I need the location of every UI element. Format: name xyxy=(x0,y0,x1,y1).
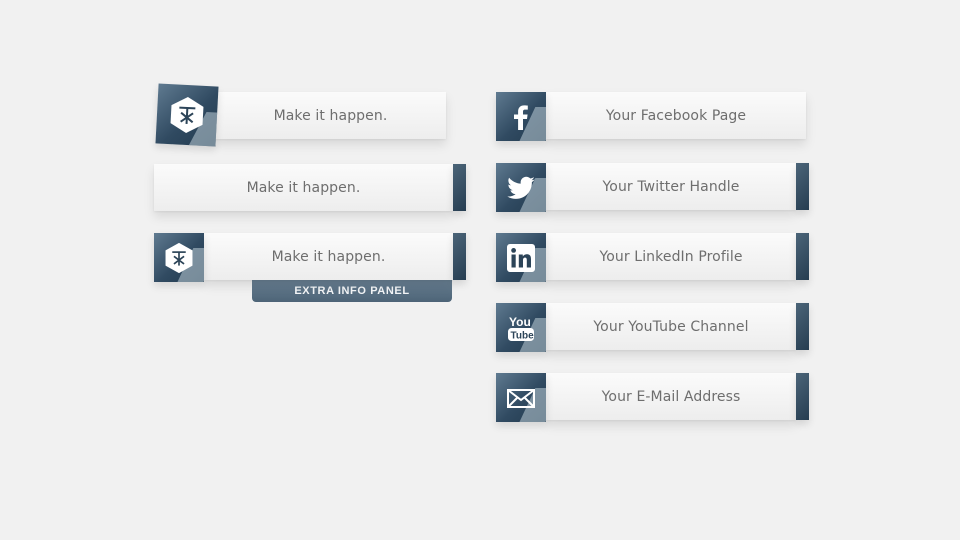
lower-third-bar: Your LinkedIn Profile xyxy=(546,233,796,280)
lower-third-text: Your Twitter Handle xyxy=(602,178,740,195)
social-lower-third-twitter: Your Twitter Handle xyxy=(496,163,809,212)
extra-info-label: EXTRA INFO PANEL xyxy=(294,284,410,297)
lower-third-text: Make it happen. xyxy=(246,179,361,196)
lower-third-text: Your YouTube Channel xyxy=(593,318,749,335)
social-icon-box xyxy=(496,163,546,212)
youtube-icon: You Tube xyxy=(508,315,535,341)
social-lower-third-youtube: Your YouTube Channel You Tube xyxy=(496,303,809,352)
hexagon-logo-icon xyxy=(165,242,193,273)
social-lower-third-email: Your E-Mail Address xyxy=(496,373,809,422)
lower-third-endcap xyxy=(796,233,809,280)
lower-third-endcap xyxy=(796,303,809,350)
hexagon-logo-icon xyxy=(170,97,204,133)
social-icon-box: You Tube xyxy=(496,303,546,352)
lower-third-bar: Your Twitter Handle xyxy=(546,163,796,210)
logo-box xyxy=(155,83,219,147)
lower-third-endcap xyxy=(796,373,809,420)
lower-third-text: Your E-Mail Address xyxy=(601,388,741,405)
svg-text:You: You xyxy=(509,315,531,329)
lower-third-text: Make it happen. xyxy=(273,107,388,124)
lower-third-endcap xyxy=(453,164,466,211)
lower-third-text: Your Facebook Page xyxy=(605,107,747,124)
lower-third-1: Make it happen. xyxy=(155,83,447,147)
twitter-icon xyxy=(507,176,535,199)
email-icon xyxy=(507,388,535,408)
lower-third-endcap xyxy=(796,163,809,210)
social-icon-box xyxy=(496,373,546,422)
lower-third-text: Make it happen. xyxy=(271,248,386,265)
extra-info-panel: EXTRA INFO PANEL xyxy=(252,279,452,302)
lower-third-bar: Make it happen. xyxy=(215,92,446,139)
lower-third-bar: Make it happen. xyxy=(154,164,453,211)
lower-third-bar: Make it happen. xyxy=(204,233,453,280)
logo-box xyxy=(154,233,204,282)
social-lower-third-linkedin: Your LinkedIn Profile xyxy=(496,233,809,282)
social-lower-third-facebook: Your Facebook Page xyxy=(496,92,806,141)
lower-third-text: Your LinkedIn Profile xyxy=(599,248,743,265)
lower-third-2: Make it happen. xyxy=(154,164,468,211)
lower-third-bar: Your YouTube Channel xyxy=(546,303,796,350)
facebook-icon xyxy=(514,104,528,130)
lower-third-bar: Your Facebook Page xyxy=(546,92,806,139)
svg-text:Tube: Tube xyxy=(511,330,535,341)
social-icon-box xyxy=(496,92,546,141)
lower-third-bar: Your E-Mail Address xyxy=(546,373,796,420)
social-icon-box xyxy=(496,233,546,282)
linkedin-icon xyxy=(507,243,535,272)
lower-third-3: Make it happen. xyxy=(154,233,468,282)
lower-third-endcap xyxy=(453,233,466,280)
